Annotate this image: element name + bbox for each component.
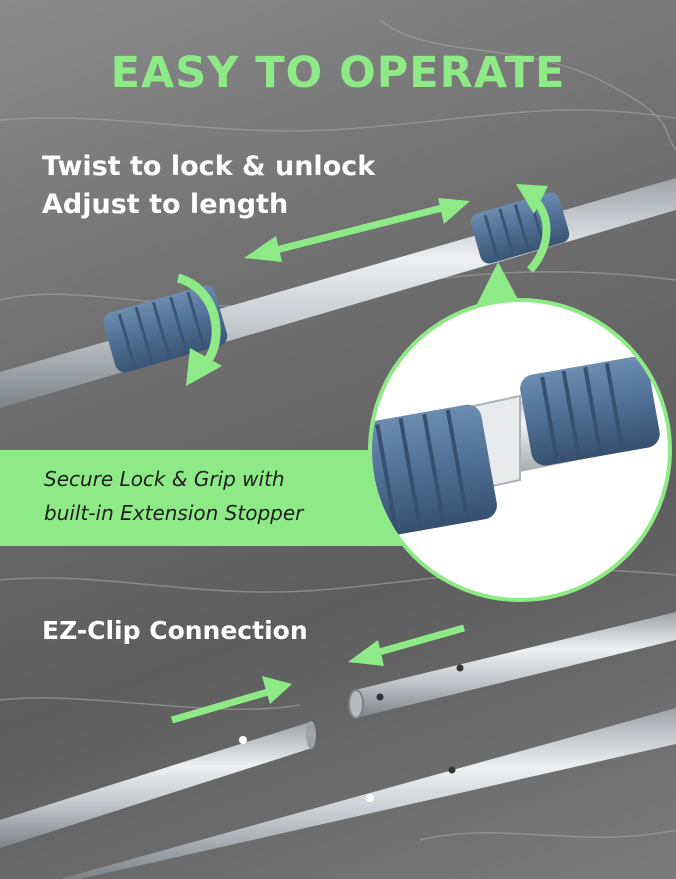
telescopic-pole-upper: [0, 178, 676, 408]
rotate-arrow-icon: [176, 273, 222, 386]
pole-lock-image: [368, 298, 672, 602]
clip-caption: EZ-Clip Connection: [42, 616, 308, 645]
banner-line-1: Secure Lock & Grip with: [44, 467, 285, 491]
twist-caption: Twist to lock & unlock Adjust to length: [42, 148, 375, 224]
pole-clip-image: [0, 612, 676, 879]
caption-line-1: Twist to lock & unlock: [42, 151, 376, 182]
banner-line-2: built-in Extension Stopper: [44, 501, 304, 525]
banner-text: Secure Lock & Grip with built-in Extensi…: [44, 462, 303, 530]
headline: EASY TO OPERATE: [110, 48, 566, 98]
arrow-left-icon: [348, 624, 465, 666]
arrow-double-icon: [244, 198, 470, 262]
rotate-arrow-icon: [516, 184, 551, 273]
caption-line-2: Adjust to length: [42, 189, 289, 220]
arrow-right-icon: [171, 676, 292, 724]
green-banner: [0, 450, 420, 546]
